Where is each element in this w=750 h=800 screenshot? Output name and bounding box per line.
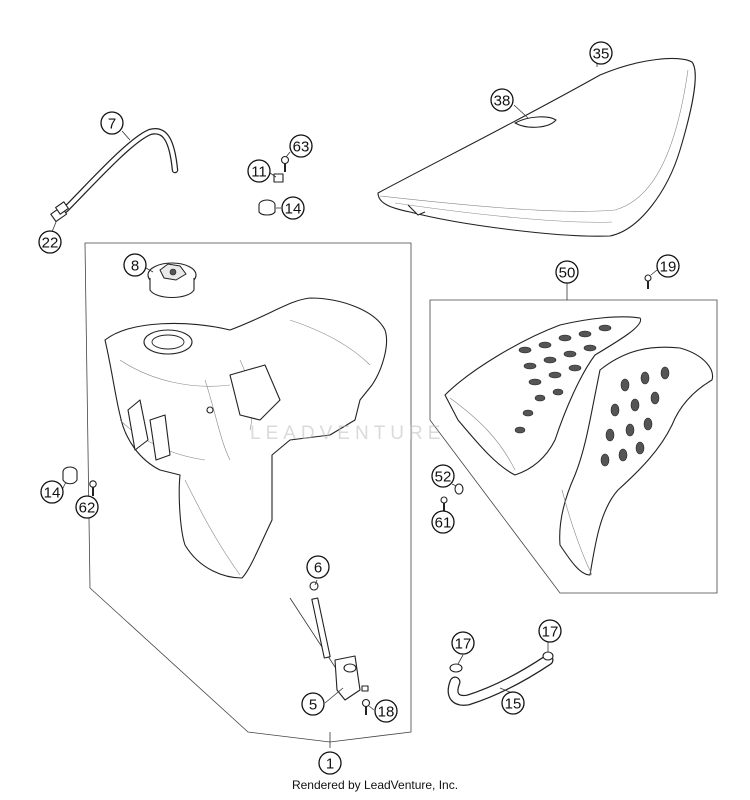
callout-circle — [301, 692, 325, 716]
callout-circle — [431, 510, 455, 534]
fuel-line — [447, 651, 554, 706]
callout-circle — [538, 619, 562, 643]
callout-circle — [100, 111, 124, 135]
callout-circle — [555, 260, 579, 284]
side-panel-left — [444, 316, 642, 476]
callout-circle — [123, 253, 147, 277]
fastener-top — [258, 155, 290, 216]
callout-circle — [589, 41, 613, 65]
callout-circle — [281, 196, 305, 220]
callout-14: 14 — [40, 480, 64, 504]
vent-hose — [61, 128, 179, 214]
callout-label: 19 — [660, 259, 677, 276]
leader-22 — [51, 221, 57, 233]
callout-1: 1 — [318, 751, 342, 775]
panel-group-frame — [429, 299, 718, 594]
callout-label: 17 — [455, 636, 472, 653]
callout-label: 50 — [559, 265, 576, 282]
callout-62: 62 — [75, 495, 99, 519]
callout-7: 7 — [100, 111, 124, 135]
fuel-tap — [289, 579, 371, 715]
callout-17: 17 — [538, 619, 562, 643]
callout-17: 17 — [451, 631, 475, 655]
tank-group-frame — [84, 242, 412, 743]
callout-circle — [656, 254, 680, 278]
callout-label: 38 — [494, 93, 511, 110]
callout-circle — [451, 631, 475, 655]
callout-circle — [318, 751, 342, 775]
callout-label: 17 — [542, 624, 559, 641]
callout-label: 61 — [435, 515, 452, 532]
callout-label: 35 — [593, 46, 610, 63]
callout-circle — [501, 691, 525, 715]
callout-label: 14 — [285, 201, 302, 218]
panel-screw-19 — [644, 274, 652, 289]
callout-19: 19 — [656, 254, 680, 278]
callout-label: 62 — [79, 500, 96, 517]
panel-fastener — [440, 483, 464, 511]
callout-50: 50 — [555, 260, 579, 284]
leader-11 — [269, 172, 277, 178]
leader-19 — [650, 269, 658, 276]
callout-63: 63 — [289, 134, 313, 158]
side-panel-right — [559, 346, 714, 576]
fastener-left — [62, 466, 97, 496]
callout-circle — [75, 495, 99, 519]
leader-8 — [145, 267, 154, 273]
callout-label: 1 — [326, 756, 334, 773]
callout-14: 14 — [281, 196, 305, 220]
callout-52: 52 — [431, 464, 455, 488]
callout-label: 22 — [42, 235, 59, 252]
footer-credit: Rendered by LeadVenture, Inc. — [291, 778, 459, 792]
callout-label: 11 — [251, 164, 267, 181]
callout-label: 8 — [131, 258, 139, 275]
callout-8: 8 — [123, 253, 147, 277]
callout-label: 5 — [309, 697, 317, 714]
callout-22: 22 — [38, 230, 62, 254]
callout-label: 14 — [44, 485, 61, 502]
leader-38 — [513, 104, 529, 119]
callout-circle — [306, 555, 330, 579]
leader-52 — [451, 483, 457, 487]
callout-circle — [247, 159, 271, 183]
callout-circle — [289, 134, 313, 158]
callout-11: 11 — [247, 159, 271, 183]
seat — [377, 57, 696, 237]
leader-5 — [324, 687, 344, 704]
callout-35: 35 — [589, 41, 613, 65]
callout-circle — [374, 699, 398, 723]
callout-label: 63 — [293, 139, 310, 156]
callout-label: 15 — [505, 696, 522, 713]
callout-6: 6 — [306, 555, 330, 579]
callout-5: 5 — [301, 692, 325, 716]
callout-label: 7 — [108, 116, 116, 133]
callout-circle — [40, 480, 64, 504]
leader-63 — [285, 151, 291, 158]
fuel-cap — [147, 262, 197, 299]
callout-circle — [431, 464, 455, 488]
callout-38: 38 — [490, 88, 514, 112]
callout-15: 15 — [501, 691, 525, 715]
callout-label: 18 — [378, 704, 395, 721]
callout-label: 6 — [314, 560, 322, 577]
callout-circle — [38, 230, 62, 254]
fuel-tank — [104, 297, 388, 579]
callout-61: 61 — [431, 510, 455, 534]
callout-circle — [490, 88, 514, 112]
callout-18: 18 — [374, 699, 398, 723]
watermark: LEADVENTURE — [250, 423, 446, 444]
leader-17a — [457, 654, 464, 665]
callout-label: 52 — [435, 469, 452, 486]
leader-7 — [121, 130, 131, 141]
vent-valve — [50, 201, 69, 223]
leader-18 — [368, 705, 375, 711]
